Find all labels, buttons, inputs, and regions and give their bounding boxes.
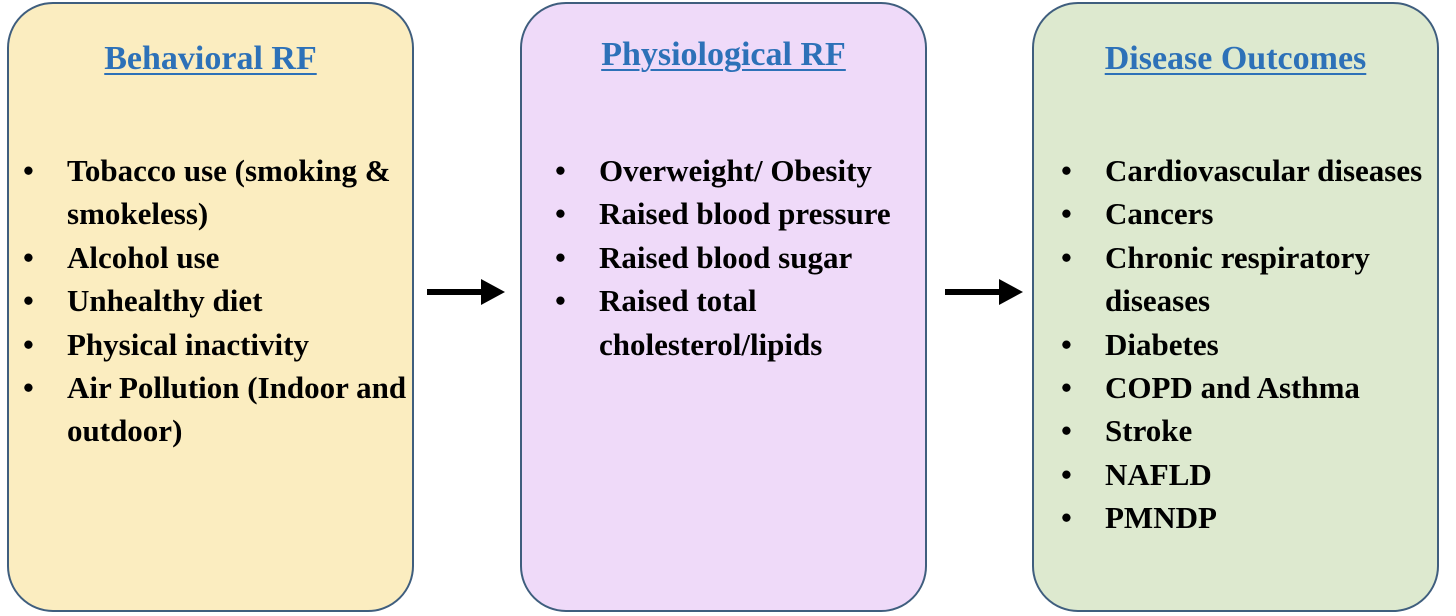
- list-item-text: Raised blood pressure: [599, 196, 891, 232]
- list-item-text: Raised total cholesterol/lipids: [599, 283, 823, 362]
- list-item-text: Unhealthy diet: [67, 283, 263, 319]
- disease-outcomes-box: Disease Outcomes • Cardiovascular disease…: [1032, 2, 1439, 612]
- physiological-rf-list: • Overweight/ Obesity • Raised blood press…: [555, 149, 919, 366]
- list-item-text: Physical inactivity: [67, 326, 309, 362]
- list-item: • Cardiovascular diseases: [1061, 149, 1437, 192]
- list-item: • Diabetes: [1061, 323, 1437, 366]
- list-item: • COPD and Asthma: [1061, 366, 1437, 409]
- list-item-text: Raised blood sugar: [599, 239, 853, 275]
- list-item-text: Chronic respiratory diseases: [1105, 239, 1370, 319]
- list-item: • NAFLD: [1061, 453, 1437, 496]
- behavioral-rf-list: • Tobacco use (smoking & smokeless) • Alco…: [23, 149, 412, 453]
- bullet-icon: •: [23, 326, 34, 362]
- list-item-text: Alcohol use: [67, 239, 220, 275]
- bullet-icon: •: [1061, 153, 1072, 188]
- bullet-icon: •: [1061, 370, 1072, 406]
- list-item: • PMNDP: [1061, 496, 1437, 539]
- list-item: • Cancers: [1061, 192, 1437, 235]
- list-item-text: Cardiovascular diseases: [1105, 153, 1423, 188]
- bullet-icon: •: [23, 239, 34, 275]
- list-item: • Chronic respiratory diseases: [1061, 236, 1437, 323]
- list-item-text: Overweight/ Obesity: [599, 153, 872, 188]
- list-item: • Alcohol use: [23, 236, 412, 279]
- bullet-icon: •: [1061, 413, 1072, 449]
- bullet-icon: •: [23, 283, 34, 319]
- list-item: • Raised total cholesterol/lipids: [555, 279, 919, 366]
- list-item: • Tobacco use (smoking & smokeless): [23, 149, 412, 236]
- list-item: • Stroke: [1061, 409, 1437, 452]
- bullet-icon: •: [23, 370, 34, 406]
- bullet-icon: •: [555, 196, 566, 232]
- list-item: • Physical inactivity: [23, 323, 412, 366]
- list-item: • Raised blood sugar: [555, 236, 919, 279]
- behavioral-rf-box: Behavioral RF • Tobacco use (smoking & sm…: [7, 2, 414, 612]
- physiological-rf-title: Physiological RF: [601, 36, 846, 73]
- list-item: • Air Pollution (Indoor and outdoor): [23, 366, 412, 453]
- list-item-text: PMNDP: [1105, 500, 1217, 536]
- bullet-icon: •: [555, 283, 566, 319]
- list-item: • Unhealthy diet: [23, 279, 412, 322]
- bullet-icon: •: [1061, 196, 1072, 232]
- list-item-text: Cancers: [1105, 196, 1214, 232]
- list-item-text: Air Pollution (Indoor and outdoor): [67, 370, 407, 449]
- bullet-icon: •: [1061, 456, 1072, 492]
- bullet-icon: •: [1061, 500, 1072, 536]
- list-item: • Overweight/ Obesity: [555, 149, 919, 192]
- list-item-text: NAFLD: [1105, 456, 1212, 492]
- bullet-icon: •: [1061, 326, 1072, 362]
- arrow-right-icon: [427, 279, 505, 305]
- bullet-icon: •: [555, 153, 566, 188]
- list-item-text: Diabetes: [1105, 326, 1219, 362]
- list-item-text: Tobacco use (smoking & smokeless): [67, 153, 391, 232]
- behavioral-rf-title: Behavioral RF: [104, 40, 317, 77]
- bullet-icon: •: [23, 153, 34, 188]
- physiological-rf-box: Physiological RF • Overweight/ Obesity • R…: [520, 2, 927, 612]
- bullet-icon: •: [1061, 239, 1072, 275]
- list-item: • Raised blood pressure: [555, 192, 919, 235]
- list-item-text: Stroke: [1105, 413, 1193, 449]
- disease-outcomes-list: • Cardiovascular diseases • Cancers • Chron…: [1061, 149, 1437, 540]
- disease-outcomes-title: Disease Outcomes: [1104, 40, 1367, 77]
- list-item-text: COPD and Asthma: [1105, 370, 1360, 406]
- arrow-right-icon: [945, 279, 1023, 305]
- bullet-icon: •: [555, 239, 566, 275]
